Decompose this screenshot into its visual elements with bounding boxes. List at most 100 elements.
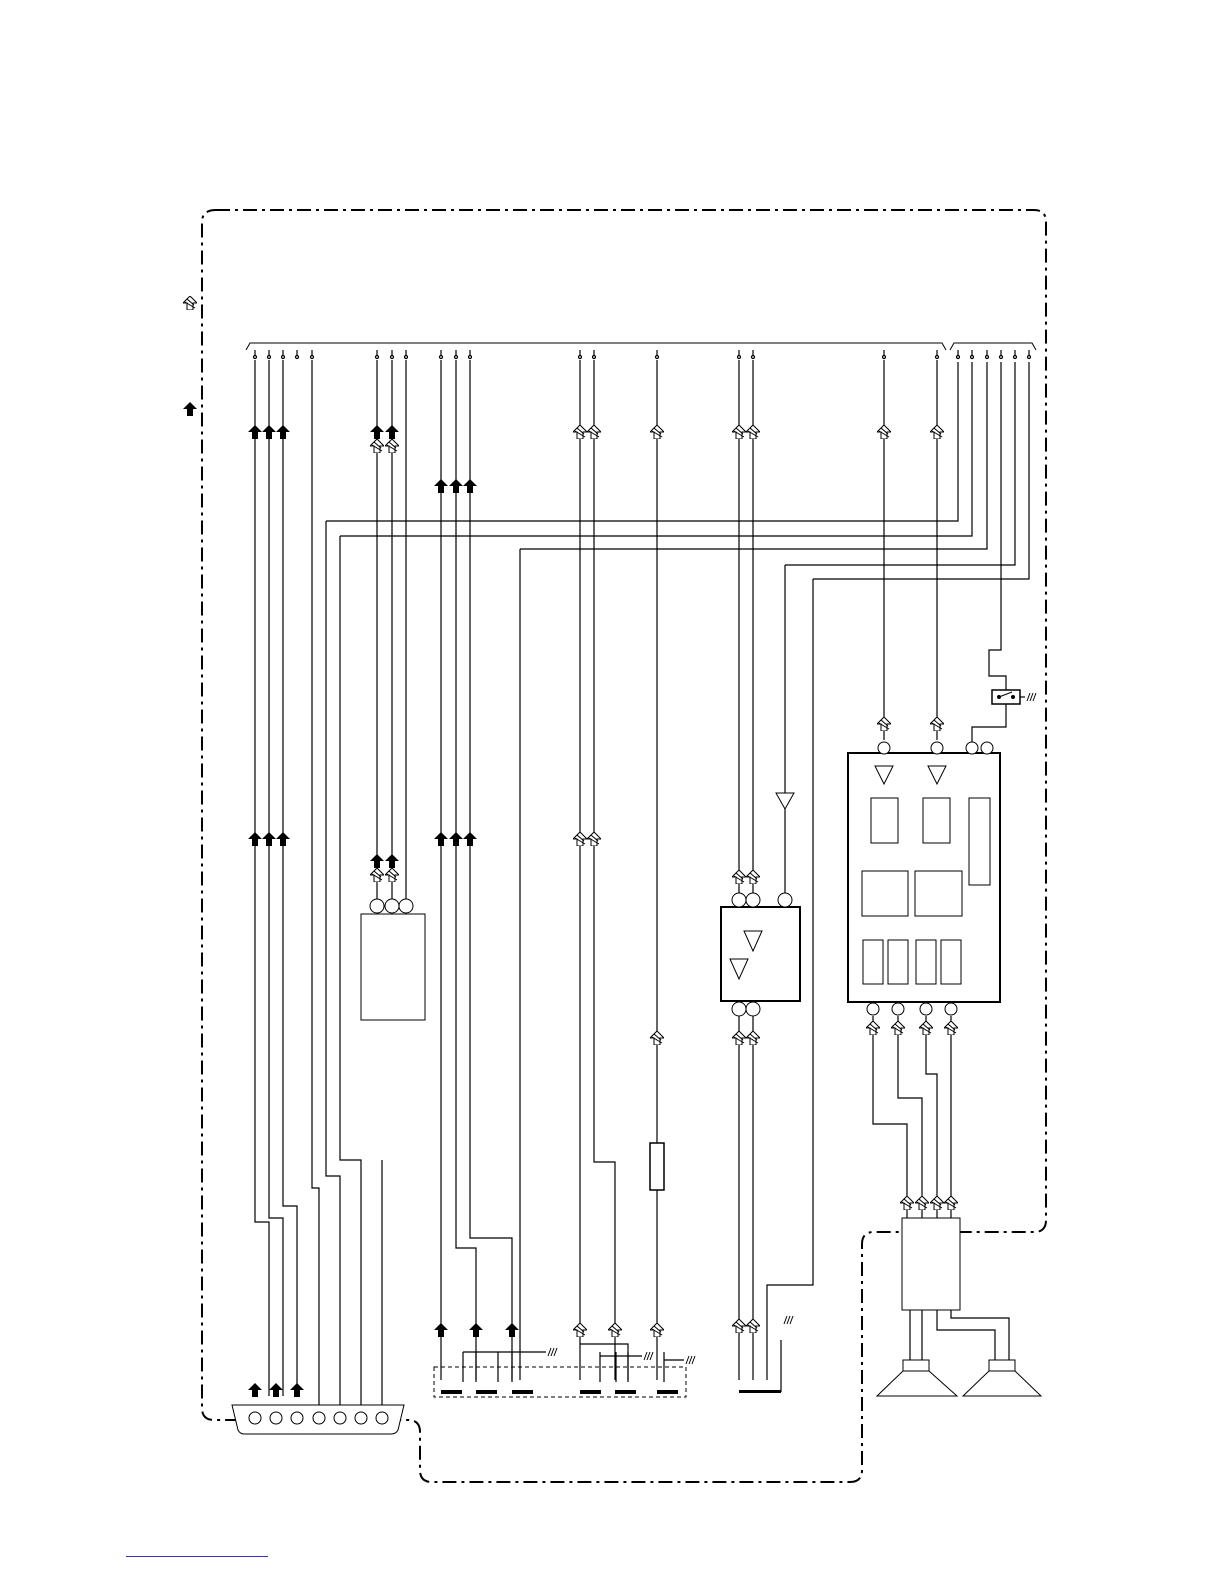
analog-signal-arrow-icon xyxy=(891,1021,905,1035)
terminal-node xyxy=(1028,356,1031,359)
terminal-node xyxy=(1014,356,1017,359)
connector-pin xyxy=(732,1002,746,1016)
vga-amplifier-block xyxy=(721,907,800,1001)
signal-wire xyxy=(594,360,615,1380)
terminal-node xyxy=(579,356,582,359)
analog-signal-arrow-icon xyxy=(746,1319,760,1333)
connector-pin xyxy=(399,899,413,913)
analog-signal-arrow-icon xyxy=(587,425,601,439)
terminal-node xyxy=(376,356,379,359)
signal-wire xyxy=(926,1016,937,1218)
jack-contact-bar xyxy=(441,1390,462,1394)
signal-wire xyxy=(580,1344,628,1380)
terminal-node xyxy=(971,356,974,359)
preamp-ic-block xyxy=(361,914,425,1020)
amp-filter-right xyxy=(923,798,950,843)
digital-signal-arrow-icon xyxy=(290,1383,304,1397)
terminal-node xyxy=(455,356,458,359)
speaker-right xyxy=(963,1360,1041,1396)
signal-wire xyxy=(813,362,1029,579)
analog-signal-arrow-icon xyxy=(650,425,664,439)
terminal-node xyxy=(752,356,755,359)
jack-panel-block xyxy=(434,1367,686,1397)
amp-output-3 xyxy=(916,940,936,984)
ground-symbol xyxy=(1030,693,1033,701)
analog-signal-arrow-icon xyxy=(650,1323,664,1337)
analog-signal-arrow-icon xyxy=(370,439,384,453)
terminal-node xyxy=(391,356,394,359)
ground-symbol xyxy=(1027,693,1030,701)
ground-symbol xyxy=(692,1356,695,1364)
signal-wire xyxy=(340,362,972,536)
amp-filter-left xyxy=(871,798,898,843)
terminal-node xyxy=(957,356,960,359)
jack-contact-bar xyxy=(512,1390,533,1394)
analog-signal-arrow-icon xyxy=(587,832,601,846)
digital-signal-arrow-icon xyxy=(370,425,384,439)
analog-signal-arrow-icon xyxy=(732,1031,746,1045)
analog-signal-arrow-icon xyxy=(608,1323,622,1337)
analog-signal-arrow-icon xyxy=(915,1196,929,1210)
terminal-node xyxy=(440,356,443,359)
ground-symbol xyxy=(790,1316,793,1324)
analog-signal-arrow-icon xyxy=(746,425,760,439)
headphone-switch-block xyxy=(992,690,1020,704)
connector-pin xyxy=(355,1412,367,1424)
signal-wire xyxy=(283,360,297,1396)
amp-output-2 xyxy=(888,940,908,984)
terminal-node xyxy=(738,356,741,359)
ground-symbol xyxy=(1033,693,1036,701)
connector-pin xyxy=(920,1003,932,1015)
signal-wire xyxy=(326,362,958,521)
terminal-node xyxy=(282,356,285,359)
ground-symbol xyxy=(644,1352,647,1360)
signal-wire xyxy=(456,360,476,1380)
jack-contact-bar xyxy=(476,1390,497,1394)
analog-signal-arrow-icon xyxy=(746,870,760,884)
terminal-node xyxy=(1000,356,1003,359)
analog-signal-arrow-icon xyxy=(944,1196,958,1210)
connector-pin xyxy=(878,742,890,754)
analog-signal-arrow-icon xyxy=(877,425,891,439)
analog-signal-arrow-icon xyxy=(370,868,384,882)
jack-contact-bar xyxy=(739,1390,781,1393)
analog-signal-arrow-icon xyxy=(746,1031,760,1045)
analog-signal-arrow-icon xyxy=(732,870,746,884)
analog-signal-arrow-icon xyxy=(944,1021,958,1035)
connector-pin xyxy=(931,742,943,754)
digital-signal-arrow-icon xyxy=(505,1323,519,1337)
connector-pin xyxy=(291,1412,303,1424)
ground-symbol xyxy=(548,1348,551,1356)
terminal-node xyxy=(311,356,314,359)
terminal-node xyxy=(593,356,596,359)
signal-wire xyxy=(470,360,512,1380)
main-harness-bracket xyxy=(246,343,946,350)
digital-signal-arrow-icon xyxy=(449,479,463,493)
digital-signal-arrow-icon xyxy=(469,1323,483,1337)
jack-contact-bar xyxy=(580,1390,601,1394)
signal-wire xyxy=(340,536,361,1407)
terminal-node xyxy=(268,356,271,359)
digital-signal-arrow-icon xyxy=(434,1323,448,1337)
digital-signal-arrow-icon xyxy=(248,1383,262,1397)
analog-signal-arrow-icon xyxy=(732,1319,746,1333)
amp-control-strip xyxy=(969,798,990,885)
aux-harness-bracket xyxy=(950,343,1036,350)
signal-wire xyxy=(326,521,340,1407)
ground-symbol xyxy=(784,1316,787,1324)
analog-signal-arrow-icon xyxy=(183,296,197,310)
amp-driver-right xyxy=(915,871,962,916)
amp-driver-left xyxy=(862,871,908,916)
signal-wire xyxy=(269,360,283,1396)
digital-signal-arrow-icon xyxy=(276,832,290,846)
digital-signal-arrow-icon xyxy=(463,479,477,493)
connector-pin xyxy=(892,1003,904,1015)
switch-contact xyxy=(1012,696,1015,699)
amplifier-triangle xyxy=(776,793,794,809)
connector-pin xyxy=(376,1412,388,1424)
connector-pin xyxy=(981,742,993,754)
analog-signal-arrow-icon xyxy=(877,717,891,731)
connector-pin xyxy=(732,893,746,907)
speaker-connector-block xyxy=(902,1218,960,1310)
